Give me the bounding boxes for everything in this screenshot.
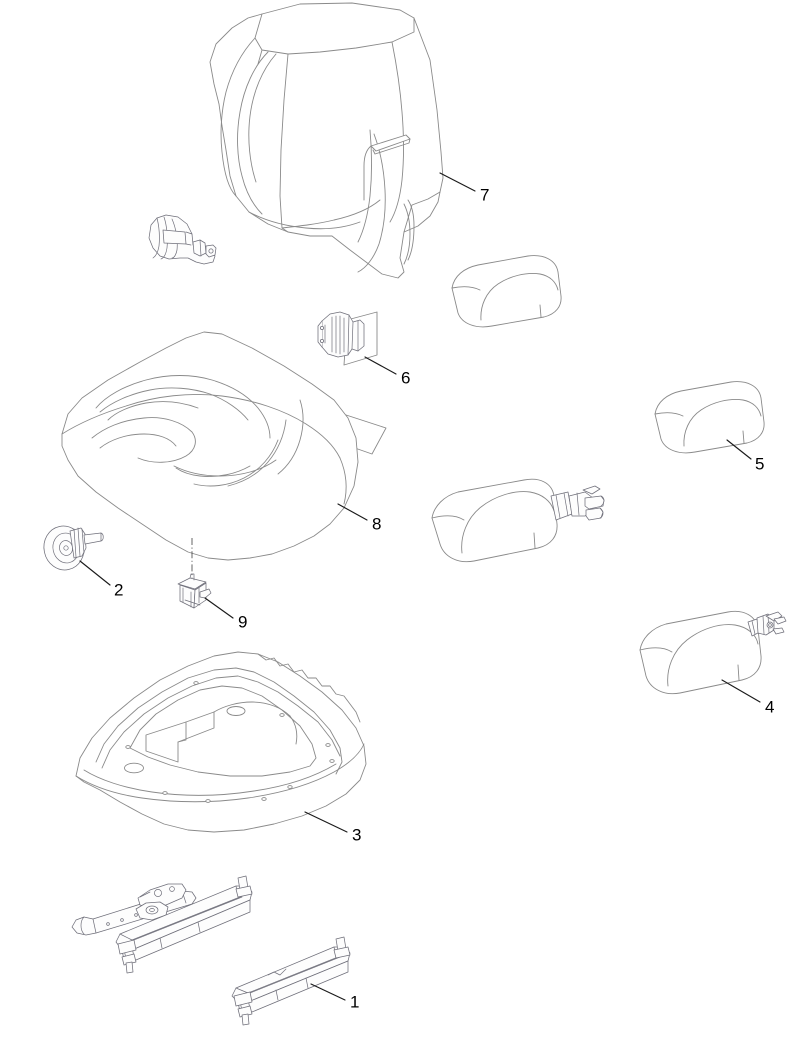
callout-leader-2	[79, 560, 111, 586]
callout-4: 4	[721, 679, 774, 716]
part-adjustment-knob	[43, 525, 104, 571]
part-seat-back-cushion	[209, 2, 444, 279]
callout-leader-8	[337, 503, 368, 521]
part-latch-bracket	[317, 311, 378, 366]
callout-5: 5	[726, 439, 764, 473]
callout-label-9: 9	[238, 612, 247, 631]
part-seat-slide-rail-left	[71, 875, 253, 974]
part-armrest-assembly-mid	[431, 478, 605, 563]
callout-6: 6	[364, 356, 410, 387]
callout-7: 7	[439, 172, 489, 204]
callout-leader-6	[364, 356, 397, 375]
callout-label-4: 4	[765, 697, 774, 716]
callout-label-1: 1	[350, 992, 359, 1011]
part-armrest-pad-top	[451, 255, 562, 328]
callout-leader-9	[204, 597, 234, 619]
callout-2: 2	[79, 560, 123, 599]
part-armrest-pad-upper	[654, 381, 765, 454]
part-seat-pan-base	[75, 651, 367, 833]
callout-9: 9	[204, 597, 247, 631]
callout-1: 1	[310, 983, 359, 1011]
callout-leader-5	[726, 439, 752, 460]
callouts-layer: 7 6 5 8 2 9 4	[79, 172, 774, 1011]
callout-label-3: 3	[352, 825, 361, 844]
callout-label-2: 2	[114, 580, 123, 599]
callout-leader-7	[439, 172, 476, 192]
callout-label-7: 7	[480, 185, 489, 204]
callout-leader-1	[310, 983, 346, 1001]
callout-label-6: 6	[401, 368, 410, 387]
part-seat-slide-rail-right	[231, 936, 351, 1026]
callout-label-8: 8	[372, 514, 381, 533]
callout-leader-3	[304, 811, 348, 833]
callout-3: 3	[304, 811, 361, 844]
callout-leader-4	[721, 679, 761, 703]
part-seat-bottom-cushion	[61, 331, 387, 561]
part-armrest-assembly-lower	[639, 610, 787, 695]
part-seat-switch	[177, 538, 212, 609]
part-seat-belt-buckle	[148, 214, 217, 265]
callout-8: 8	[337, 503, 381, 533]
callout-label-5: 5	[755, 454, 764, 473]
